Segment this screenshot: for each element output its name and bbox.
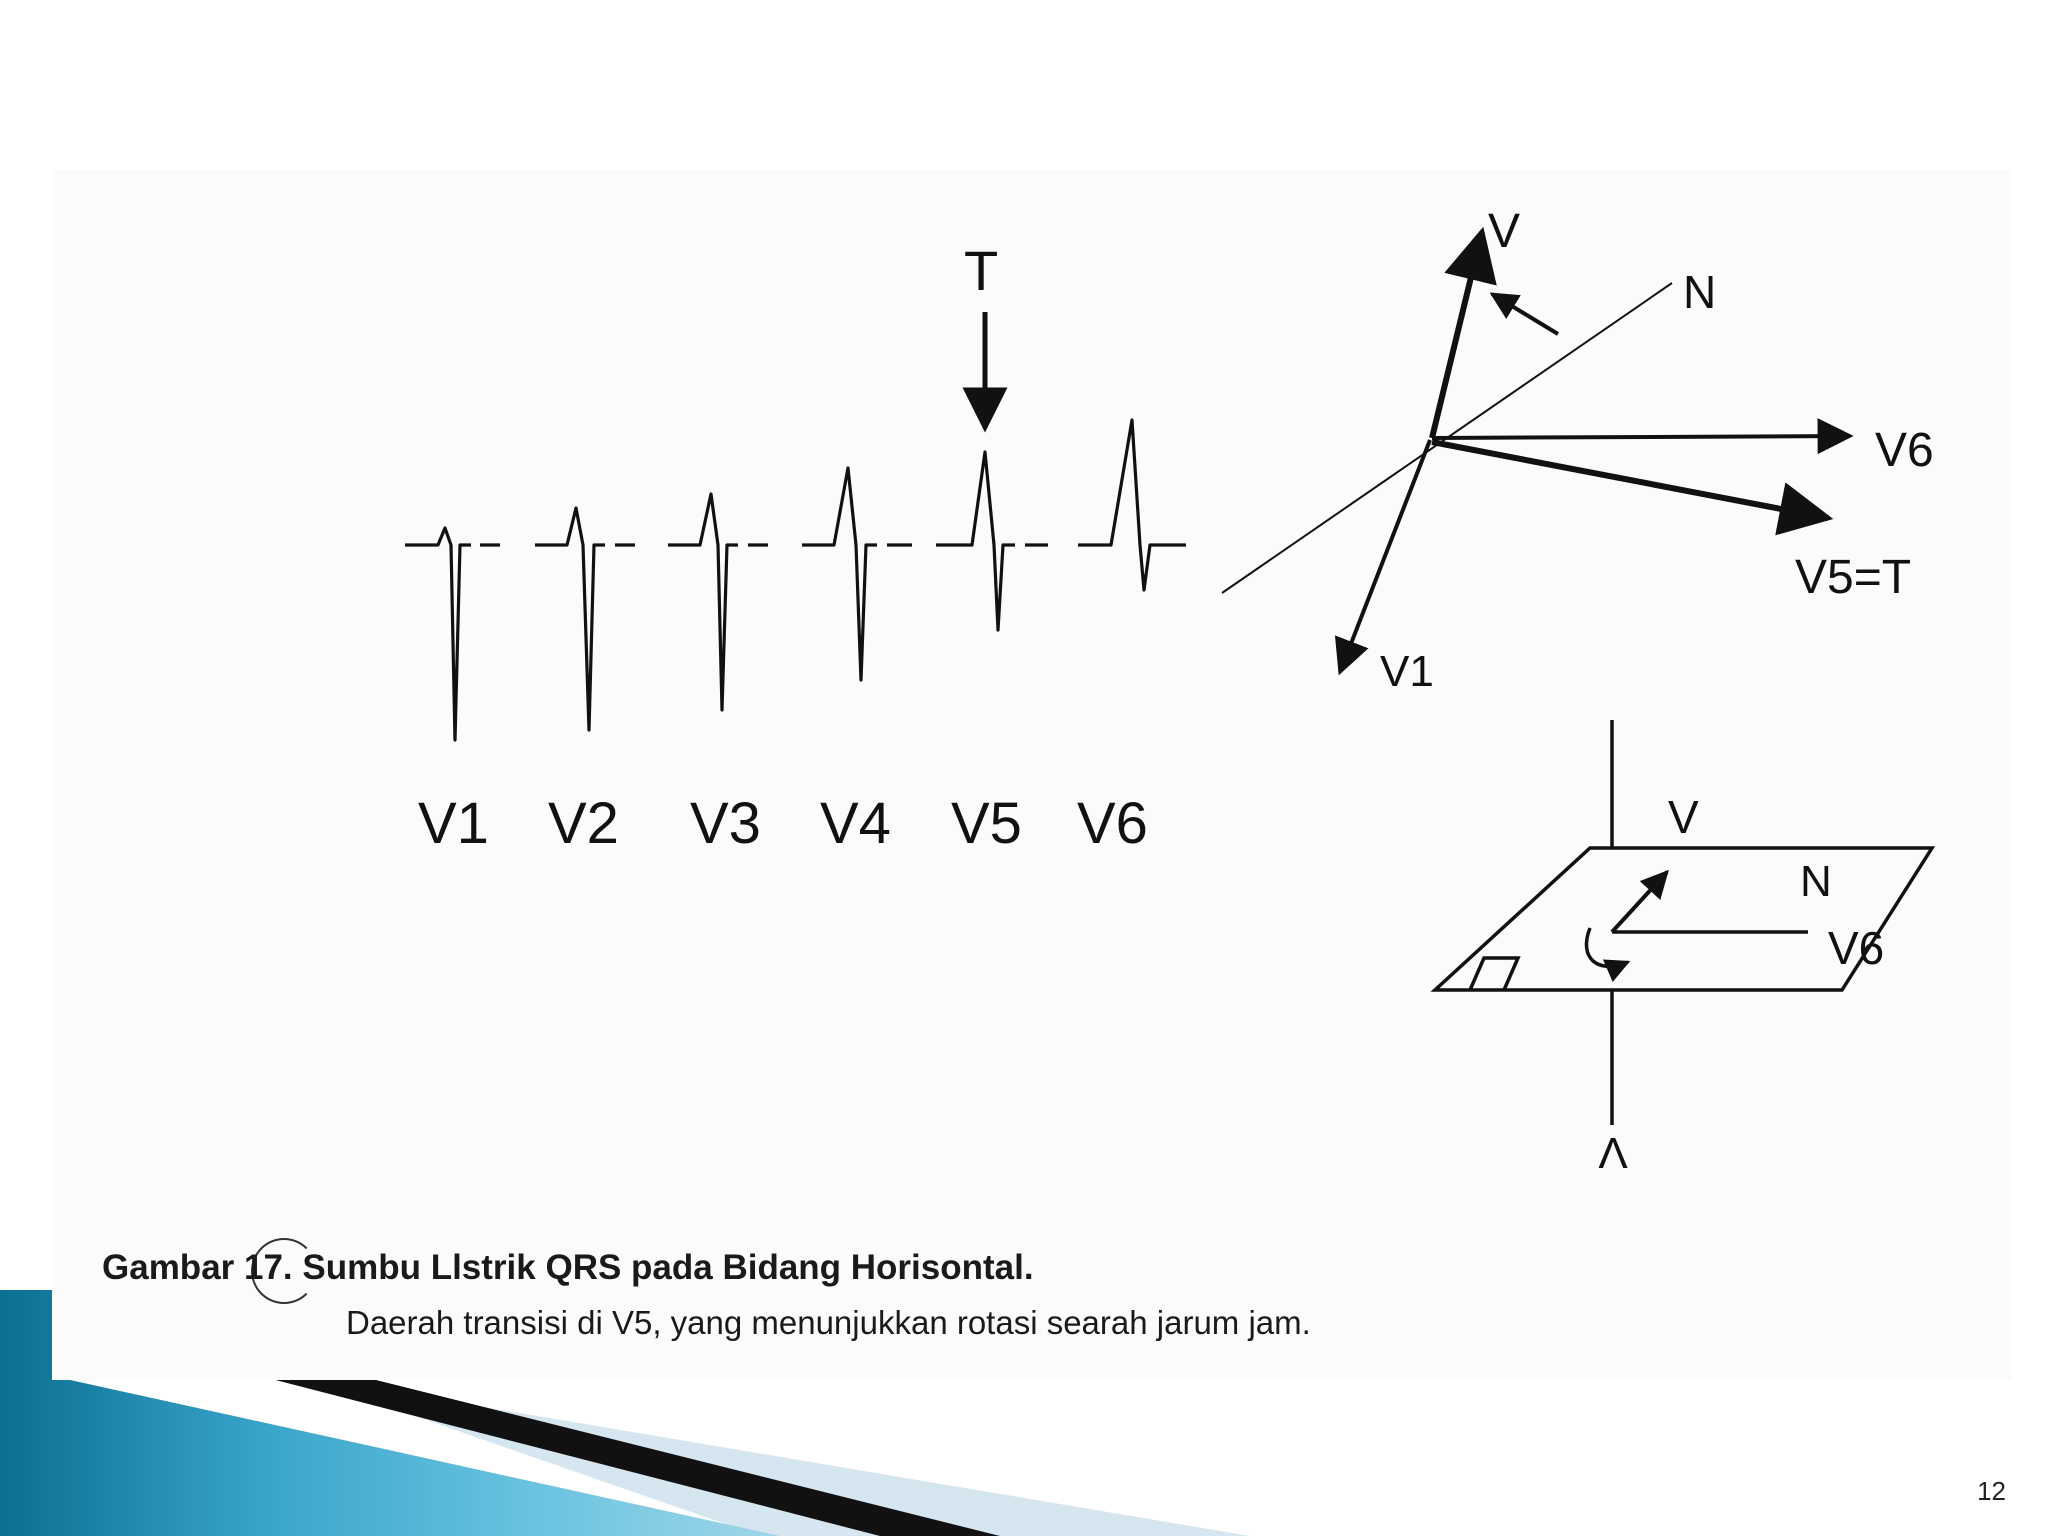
ribbon-black [260,1376,1000,1536]
label-v6: V6 [1875,424,1934,477]
v6-vector-arrow [1431,418,1854,455]
ecg-complex-v1 [405,526,471,742]
label-v5-t: V5=T [1795,551,1911,604]
vector-diagram [1221,226,1854,676]
plane-diagram [1430,720,1936,1125]
label-n: N [1683,266,1716,318]
label-v-bottom: V [1598,1128,1628,1177]
label-v6: V6 [1828,922,1884,974]
label-v: V [1488,205,1520,258]
v-plane-arrow [1610,869,1669,934]
ecg-lead-label: V2 [548,791,619,856]
page-number: 12 [1977,1476,2006,1506]
ecg-complex-v6 [1078,418,1186,592]
ecg-lead-label: V6 [1077,791,1148,856]
ribbon-pale [300,1376,1250,1536]
figure-caption-body: Daerah transisi di V5, yang menunjukkan … [346,1304,1311,1341]
ecg-lead-label: V4 [820,791,891,856]
v1-vector-arrow [1334,439,1432,676]
label-n: N [1800,857,1832,906]
ecg-complex-v3 [668,492,738,712]
ribbon-blue [0,1290,780,1536]
ecg-lead-label: V1 [418,791,489,856]
rotation-curve-icon [1584,927,1631,982]
plane-corner-mark [1468,956,1521,991]
label-v1: V1 [1380,647,1434,696]
ecg-lead-label: V3 [690,791,761,856]
horizontal-plane [1430,846,1936,992]
ecg-complex-v2 [535,506,605,732]
v-vector-arrow [1429,226,1497,439]
rotation-arrow-icon [1489,292,1560,336]
figure-panel [52,170,2012,1380]
plane-diagram-labels: V N V6 V [1598,791,1885,1177]
vector-diagram-labels: V N V6 V5=T V1 [1380,205,1934,696]
ecg-strip [405,418,1186,742]
figure-caption-title: Gambar 17. Sumbu Llstrik QRS pada Bidang… [102,1248,1034,1287]
handwritten-circle-mark [251,1238,317,1304]
ecg-complex-v5 [936,450,1015,632]
ecg-lead-label: V5 [951,791,1022,856]
transition-marker: T [962,239,1008,433]
ecg-complex-v4 [802,466,877,682]
label-v-top: V [1668,791,1699,843]
v5-vector-arrow [1431,439,1834,536]
transition-label: T [964,239,998,302]
ecg-lead-labels: V1 V2 V3 V4 V5 V6 [418,791,1148,856]
